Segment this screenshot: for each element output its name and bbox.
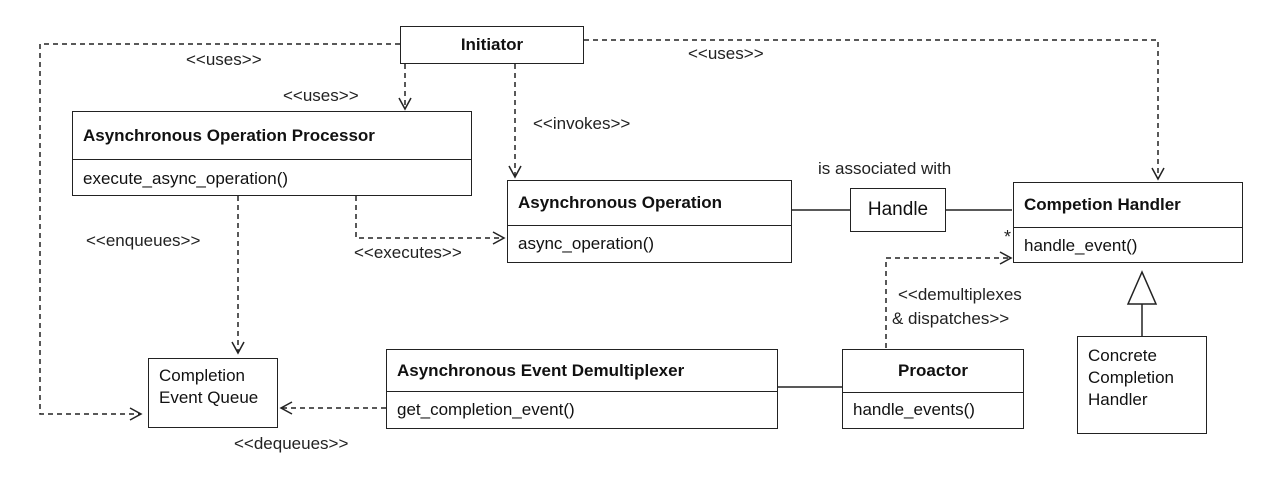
execute-async-operation-method: execute_async_operation() [83, 169, 289, 188]
uses-label-processor: <<uses>> [283, 86, 359, 105]
dequeues-label: <<dequeues>> [234, 434, 349, 453]
async-operation-method: async_operation() [518, 234, 655, 253]
multiplicity-label: * [1004, 227, 1012, 247]
completion-event-queue[interactable]: Completion Event Queue [148, 358, 278, 428]
dispatches-arrowhead [999, 251, 1013, 265]
generalization-triangle [1126, 270, 1158, 305]
uses-label-right: <<uses>> [688, 44, 764, 63]
handle-name: Handle [867, 199, 929, 220]
uses-queue-connector [39, 43, 400, 415]
invokes-label: <<invokes>> [533, 114, 631, 133]
handle-event-method: handle_event() [1024, 236, 1138, 255]
concrete-completion-handler-class[interactable]: Concrete Completion Handler [1077, 336, 1207, 434]
async-operation-processor-name: Asynchronous Operation Processor [73, 112, 471, 160]
executes-arrowhead [492, 231, 506, 245]
queue-line-1: Completion [159, 366, 245, 385]
initiator-name: Initiator [460, 35, 524, 54]
dequeues-arrowhead [279, 401, 293, 415]
uses-queue-arrowhead [129, 407, 143, 421]
uses-handler-connector [584, 39, 1159, 178]
async-operation-processor-class[interactable]: Asynchronous Operation Processor execute… [72, 111, 472, 196]
uses-label-left: <<uses>> [186, 50, 262, 69]
get-completion-event-method: get_completion_event() [397, 400, 575, 419]
demultiplexes-label-line1: <<demultiplexes [898, 285, 1022, 304]
queue-line-2: Event Queue [159, 388, 259, 407]
async-operation-class[interactable]: Asynchronous Operation async_operation() [507, 180, 792, 263]
async-event-demultiplexer-name: Asynchronous Event Demultiplexer [387, 350, 777, 392]
completion-handler-name: Competion Handler [1014, 183, 1242, 228]
handle-class[interactable]: Handle [850, 188, 946, 232]
dispatches-connector [885, 257, 1010, 348]
initiator-class[interactable]: Initiator [400, 26, 584, 64]
completion-handler-class[interactable]: Competion Handler handle_event() [1013, 182, 1243, 263]
proactor-class[interactable]: Proactor handle_events() [842, 349, 1024, 429]
enqueues-label: <<enqueues>> [86, 231, 201, 250]
handle-events-method: handle_events() [853, 400, 975, 419]
proactor-name: Proactor [843, 350, 1023, 393]
async-event-demultiplexer-class[interactable]: Asynchronous Event Demultiplexer get_com… [386, 349, 778, 429]
concrete-line-2: Completion [1088, 368, 1174, 387]
executes-label: <<executes>> [354, 243, 462, 262]
concrete-line-3: Handler [1088, 390, 1148, 409]
concrete-line-1: Concrete [1088, 346, 1157, 365]
enqueues-arrowhead [231, 341, 245, 355]
executes-connector [355, 196, 503, 239]
invokes-arrowhead [508, 165, 522, 179]
association-label: is associated with [818, 159, 952, 178]
async-operation-name: Asynchronous Operation [508, 181, 791, 226]
uses-handler-arrowhead [1151, 167, 1165, 181]
uses-processor-arrowhead [398, 97, 412, 111]
demultiplexes-label-line2: & dispatches>> [892, 309, 1010, 328]
